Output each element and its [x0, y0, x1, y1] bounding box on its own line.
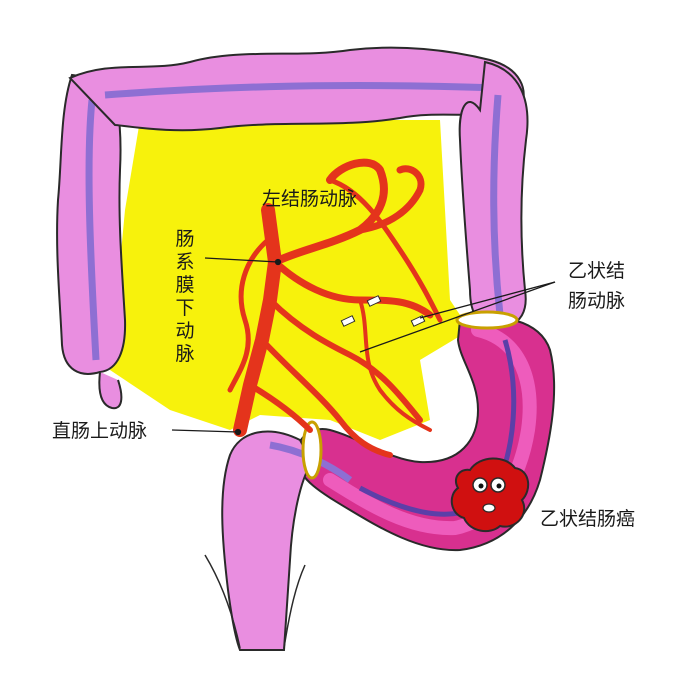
descending-colon-band	[490, 94, 504, 316]
leader-inferior-mesenteric	[204, 257, 279, 263]
artery-clips	[340, 295, 426, 327]
label-left-colic-artery: 左结肠动脉	[262, 188, 358, 210]
label-inferior-mesenteric-artery: 肠系膜下动脉	[175, 228, 195, 365]
leader-sigmoid-artery-2	[359, 281, 556, 353]
tumor-pupil-right	[496, 483, 502, 489]
leader-lines	[171, 257, 556, 436]
anal-canal-right	[283, 564, 306, 649]
anal-canal-left	[204, 554, 241, 649]
ascending-colon-band	[85, 99, 100, 361]
left-colic-branch	[271, 158, 388, 266]
rectum	[221, 430, 314, 651]
label-sigmoid-arteries-line2: 肠动脉	[568, 290, 626, 312]
arcade-left	[227, 237, 271, 393]
tumor-mouth	[482, 503, 496, 513]
marginal-arcade	[327, 177, 443, 323]
ligature-lower	[301, 420, 323, 480]
superior-rectal-branch	[247, 382, 313, 433]
ligature-upper	[455, 310, 519, 330]
clip-3	[410, 315, 426, 327]
inferior-mesenteric-trunk	[233, 203, 282, 437]
leader-superior-rectal	[171, 429, 239, 433]
clip-2	[366, 295, 382, 307]
arcade-mid	[358, 298, 432, 432]
leader-dot-superior-rectal	[234, 428, 242, 436]
label-sigmoid-colon-cancer: 乙状结肠癌	[540, 508, 636, 530]
label-sigmoid-arteries-line1: 乙状结	[568, 260, 626, 282]
clip-1	[340, 315, 356, 327]
transverse-colon-band	[104, 82, 501, 99]
label-superior-rectal-artery: 直肠上动脉	[52, 420, 148, 442]
tumor-pupil-left	[478, 483, 484, 489]
leader-sigmoid-artery-1	[419, 281, 556, 319]
tumor-mass	[450, 457, 530, 533]
sigmoid-branch-2	[267, 297, 423, 423]
leader-dot-inferior-mesenteric	[274, 258, 282, 266]
appendix	[98, 371, 123, 410]
sigmoid-branch-3	[259, 337, 393, 458]
tumor	[450, 457, 530, 533]
arterial-tree	[227, 158, 443, 458]
